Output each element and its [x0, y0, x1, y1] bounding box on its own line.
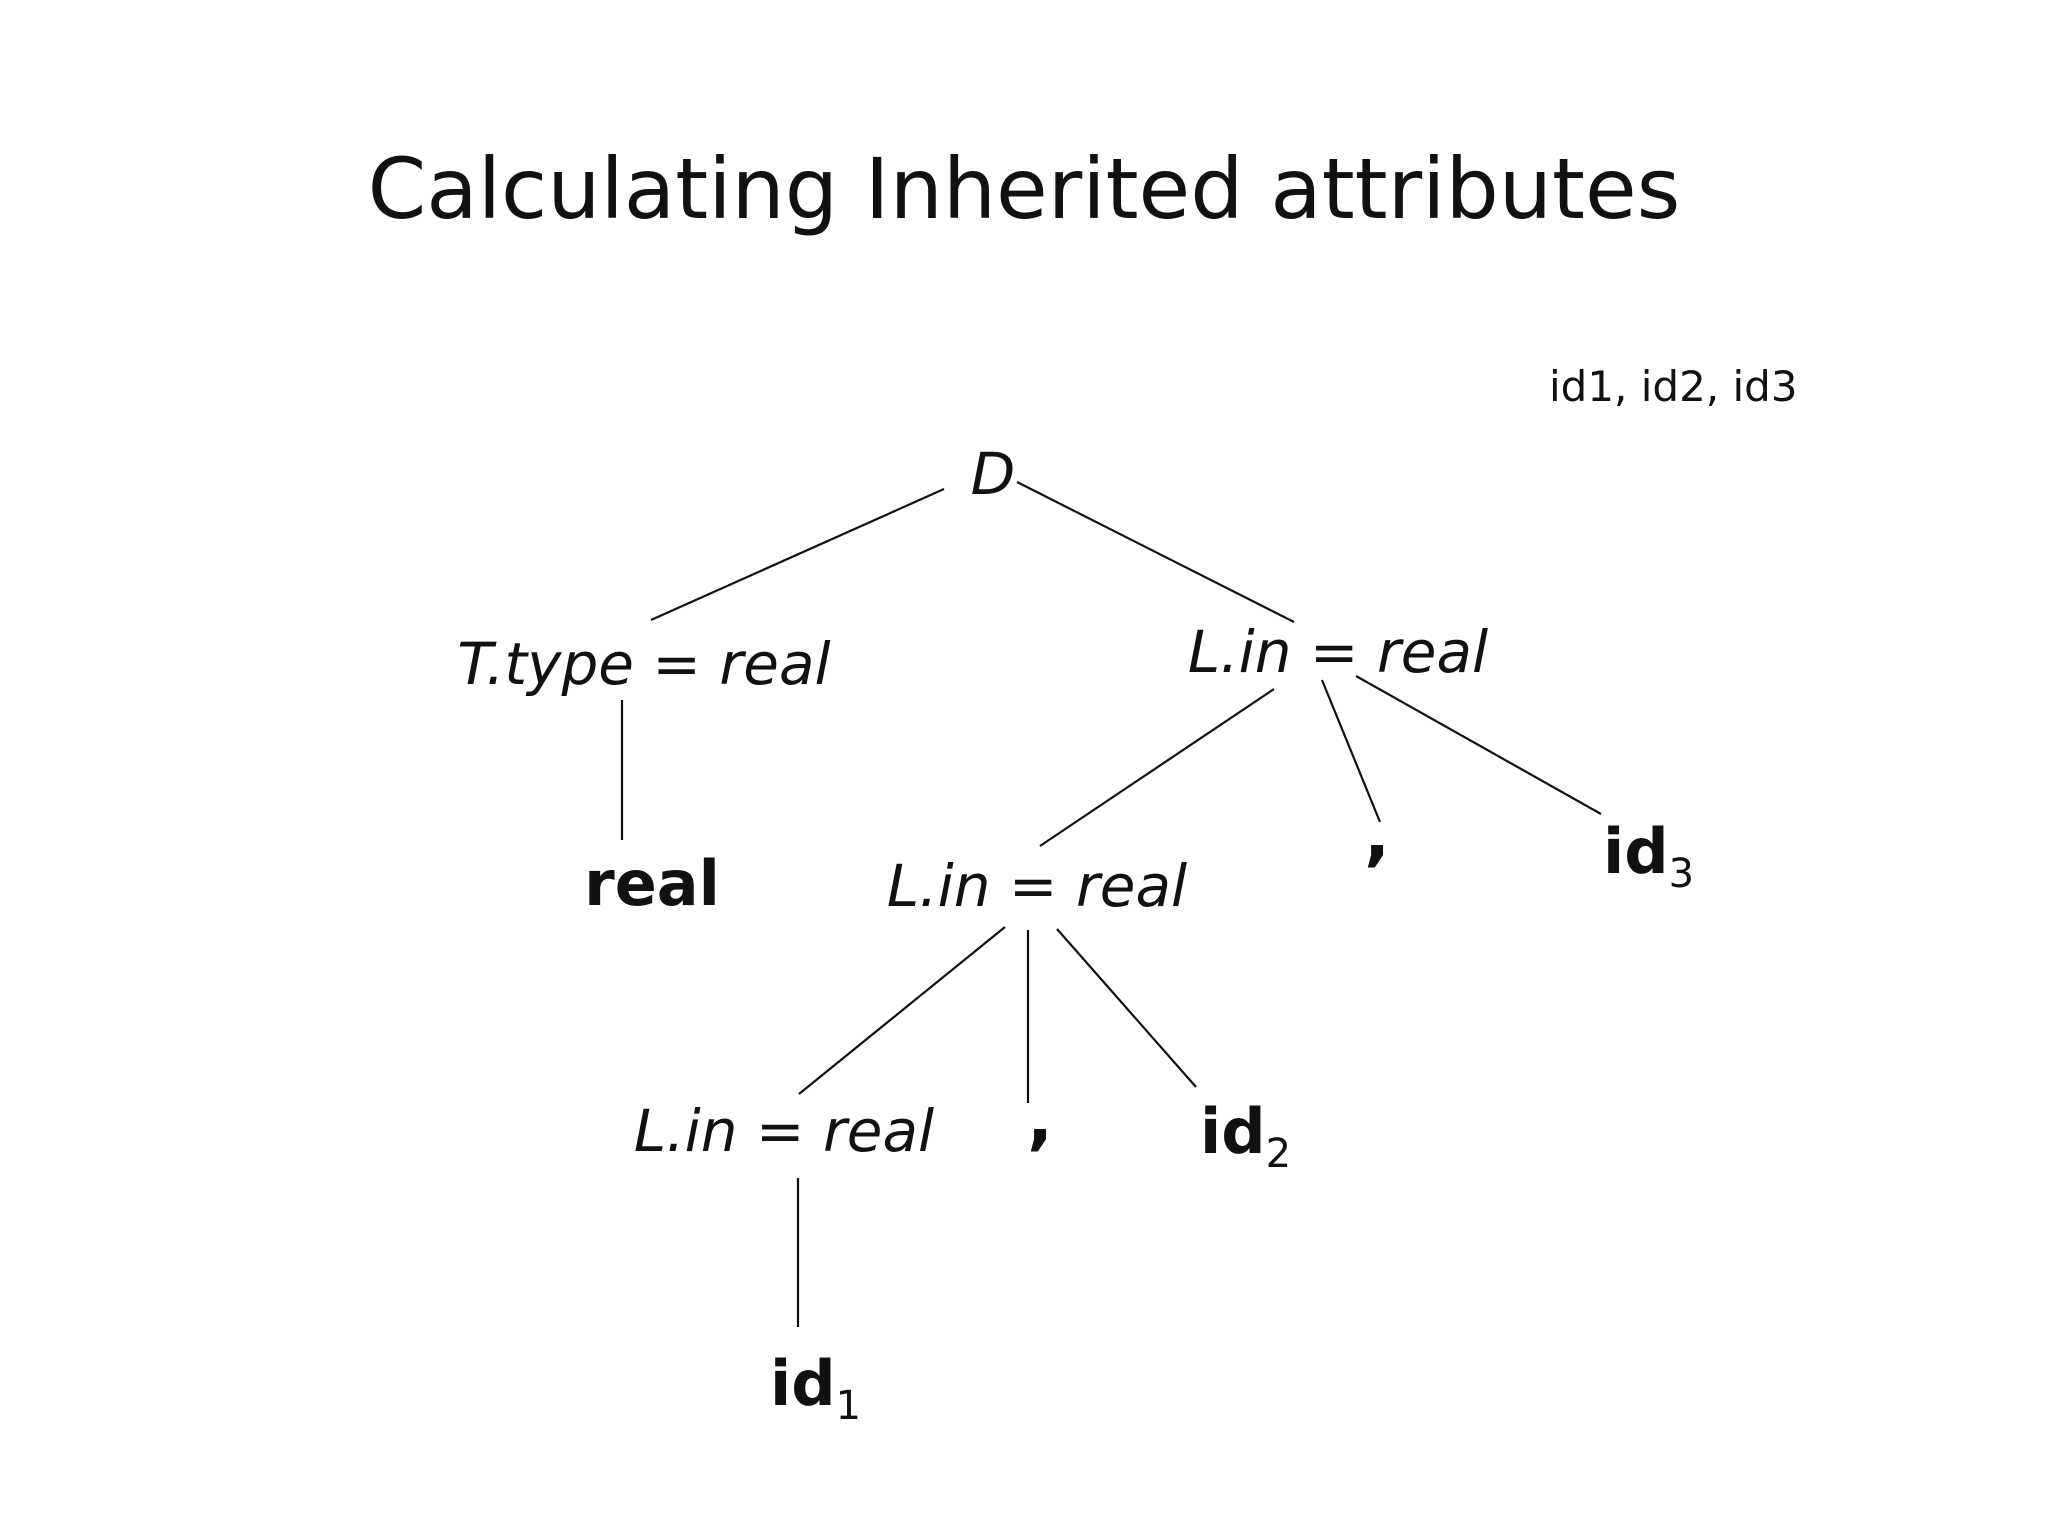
edge-l-top-to-l-mid: [1039, 688, 1275, 847]
node-id1: id1: [770, 1347, 861, 1429]
node-real-leaf: real: [584, 847, 720, 920]
node-l-in-mid: L.in = real: [887, 852, 1187, 920]
edge-l-mid-to-l-bottom: [798, 926, 1006, 1095]
node-l-in-bottom: L.in = real: [634, 1097, 934, 1165]
edge-l-top-to-id3: [1355, 675, 1602, 815]
node-comma-mid: ,: [1027, 1080, 1053, 1159]
edge-d-to-t: [650, 487, 945, 622]
edge-l-mid-to-id2: [1056, 928, 1197, 1088]
node-d: D: [971, 440, 1016, 508]
edge-d-to-l-top: [1016, 481, 1295, 623]
node-id2: id2: [1200, 1095, 1291, 1177]
slide-title: Calculating Inherited attributes: [367, 140, 1681, 238]
node-l-in-top: L.in = real: [1188, 618, 1488, 686]
node-t-type: T.type = real: [457, 630, 830, 698]
edge-l-top-to-comma: [1320, 679, 1382, 823]
node-id3: id3: [1603, 815, 1694, 897]
tree-edges: [620, 481, 1602, 1327]
node-comma-top: ,: [1364, 796, 1390, 875]
input-string-note: id1, id2, id3: [1549, 362, 1798, 411]
